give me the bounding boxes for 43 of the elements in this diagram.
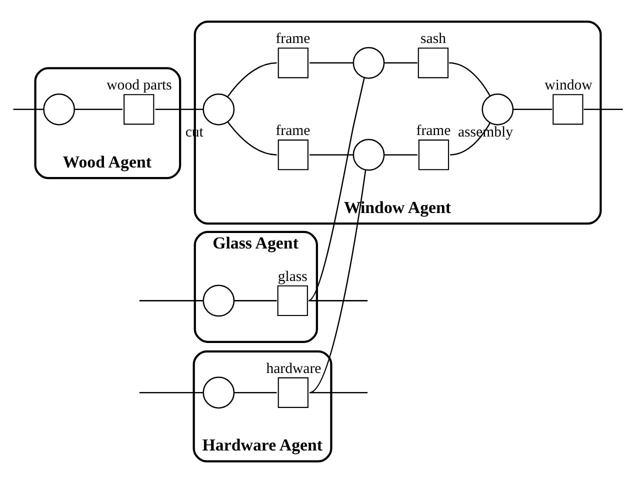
- connector: [584, 108, 623, 110]
- node-circle: [43, 92, 76, 125]
- connector: [449, 62, 490, 96]
- connector: [310, 392, 368, 393]
- node-circle: [352, 46, 385, 78]
- node-box: [418, 139, 450, 170]
- connector: [310, 62, 354, 64]
- node-box: [418, 47, 449, 78]
- node-circle: [202, 92, 235, 125]
- connector: [139, 300, 204, 301]
- node-label: frame: [276, 122, 310, 138]
- node-circle: [482, 92, 514, 125]
- node-box: [277, 284, 308, 316]
- node-circle: [352, 138, 385, 170]
- connector: [308, 77, 365, 301]
- connector: [74, 108, 122, 110]
- connector: [227, 120, 277, 155]
- connector: [234, 392, 277, 393]
- connector: [513, 108, 552, 110]
- node-label: glass: [278, 268, 308, 284]
- connector: [384, 62, 418, 64]
- connector: [155, 108, 204, 110]
- connector: [310, 154, 354, 155]
- node-label: frame: [416, 122, 451, 138]
- connector: [309, 169, 366, 393]
- connector: [308, 300, 368, 301]
- connector: [384, 154, 418, 155]
- node-box: [278, 376, 308, 408]
- node-box: [278, 47, 308, 78]
- node-box: [124, 94, 154, 124]
- node-box: [278, 139, 308, 170]
- node-label: frame: [276, 30, 310, 47]
- connector: [227, 62, 277, 97]
- connector: [234, 300, 277, 301]
- node-circle: [202, 376, 235, 408]
- node-label: sash: [420, 30, 446, 47]
- node-label: hardware: [266, 360, 322, 376]
- node-circle: [202, 284, 235, 316]
- node-label: window: [544, 77, 592, 94]
- node-box: [552, 94, 584, 124]
- connector: [13, 108, 44, 110]
- node-label: wood parts: [106, 77, 172, 94]
- connector: [139, 392, 204, 393]
